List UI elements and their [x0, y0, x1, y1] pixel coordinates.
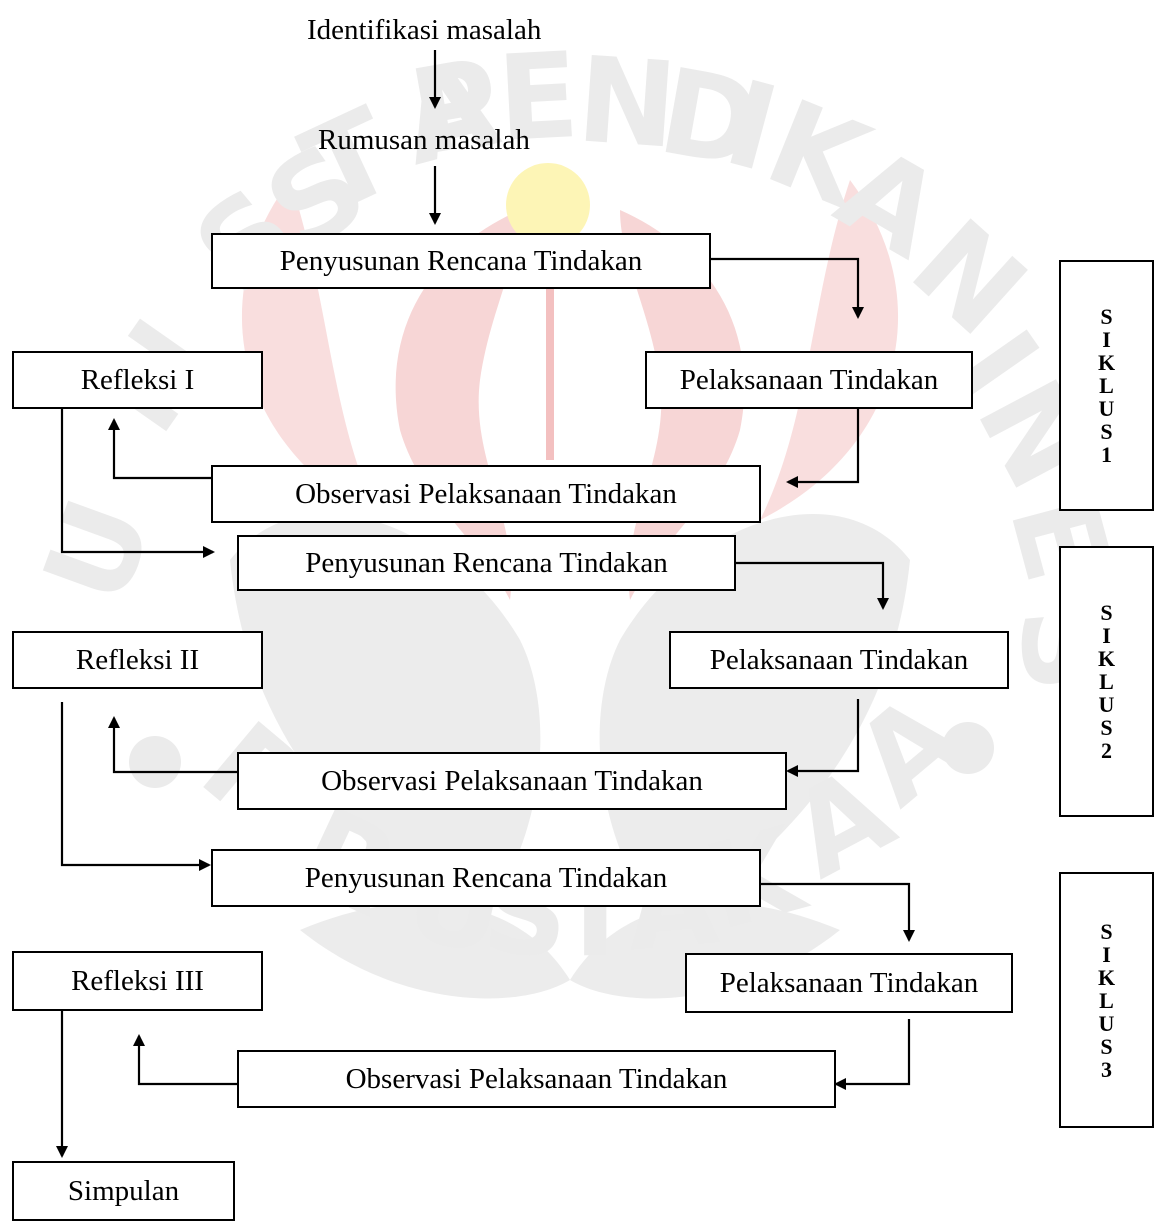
svg-text:D: D [650, 42, 770, 195]
identifikasi-masalah-label: Identifikasi masalah [307, 14, 542, 46]
pelaksanaan-box-3: Pelaksanaan Tindakan [685, 953, 1013, 1013]
observasi-box-3: Observasi Pelaksanaan Tindakan [237, 1050, 836, 1108]
arrow-observasi-2-to-refleksi-2 [108, 716, 237, 774]
penyusunan-rencana-box-3: Penyusunan Rencana Tindakan [211, 849, 761, 907]
refleksi-box-1: Refleksi I [12, 351, 263, 409]
siklus-letter: L [1099, 373, 1114, 398]
siklus-letter: K [1097, 964, 1116, 990]
arrow-penyusunan-2-to-pelaksanaan-2 [736, 561, 889, 610]
penyusunan-rencana-box-1: Penyusunan Rencana Tindakan [211, 233, 711, 289]
svg-text:N: N [573, 30, 681, 175]
arrow-pelaksanaan-3-to-observasi-3 [834, 1019, 911, 1090]
siklus-letter: S [1100, 304, 1113, 329]
siklus-letter: U [1098, 692, 1115, 717]
pelaksanaan-box-1: Pelaksanaan Tindakan [645, 351, 973, 409]
siklus-letter: L [1099, 669, 1114, 694]
svg-text:E: E [494, 26, 582, 168]
siklus-letter: I [1102, 941, 1111, 967]
rumusan-masalah-label: Rumusan masalah [318, 124, 530, 156]
siklus-letter: 1 [1101, 442, 1112, 467]
arrow-pelaksanaan-1-to-observasi-1 [786, 409, 860, 488]
arrow-refleksi-2-to-penyusunan-3 [60, 702, 211, 871]
observasi-box-1: Observasi Pelaksanaan Tindakan [211, 465, 761, 523]
pelaksanaan-box-2: Pelaksanaan Tindakan [669, 631, 1009, 689]
siklus-letter: I [1102, 623, 1111, 648]
arrow-penyusunan-1-to-pelaksanaan-1 [711, 257, 864, 319]
siklus-letter: S [1100, 419, 1113, 444]
siklus-letter: U [1098, 396, 1115, 421]
siklus-letter: 3 [1101, 1056, 1112, 1082]
siklus-letter: I [1102, 327, 1111, 352]
arrow-refleksi-1-to-penyusunan-2 [60, 409, 215, 558]
arrow-penyusunan-3-to-pelaksanaan-3 [761, 882, 915, 942]
siklus-letter: U [1098, 1010, 1115, 1036]
refleksi-box-3: Refleksi III [12, 951, 263, 1011]
siklus-letter: L [1099, 987, 1114, 1013]
arrow-observasi-1-to-refleksi-1 [108, 418, 211, 480]
arrow-observasi-3-to-refleksi-3 [133, 1034, 237, 1086]
penyusunan-rencana-box-2: Penyusunan Rencana Tindakan [237, 535, 736, 591]
refleksi-box-2: Refleksi II [12, 631, 263, 689]
observasi-box-2: Observasi Pelaksanaan Tindakan [237, 752, 787, 810]
seal-emblem-logo [129, 163, 994, 999]
siklus-letter: S [1100, 600, 1113, 625]
siklus-letter: S [1100, 1033, 1113, 1059]
simpulan-box: Simpulan [12, 1161, 235, 1221]
siklus-letter: K [1097, 350, 1116, 375]
siklus-letter: S [1100, 918, 1113, 944]
siklus-letter: 2 [1101, 738, 1112, 763]
arrow-pelaksanaan-2-to-observasi-2 [786, 699, 860, 777]
siklus-letter: K [1097, 646, 1116, 671]
siklus-letter: S [1100, 715, 1113, 740]
